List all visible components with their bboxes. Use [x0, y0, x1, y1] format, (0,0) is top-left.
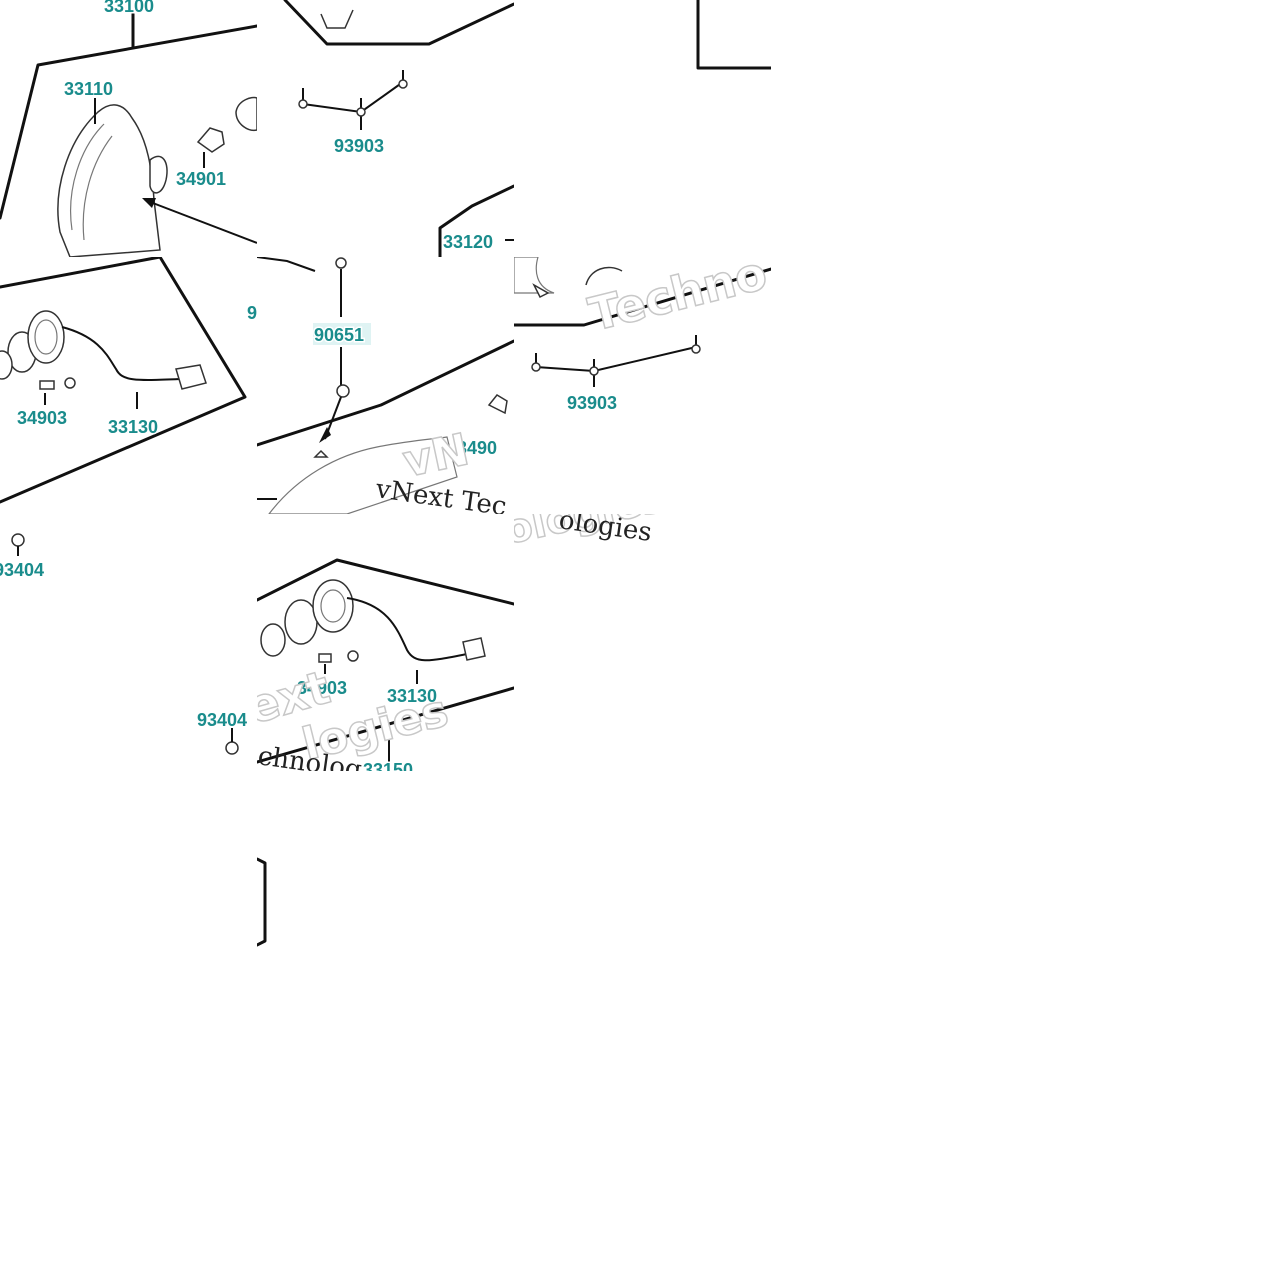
label-33110: 33110: [64, 79, 113, 99]
clip-93404: [11, 533, 25, 547]
label-33130-lower: 33130: [387, 686, 437, 706]
housing-foot-2: [585, 266, 623, 286]
upper-bracket-line: [283, 0, 514, 46]
diagram-tile-frame-corner: [514, 0, 771, 257]
diagram-tile-mount-screws: 93903 33120: [257, 0, 514, 257]
diagram-tile-watermark: ologies ologies: [514, 514, 771, 771]
connector-33130: [175, 364, 207, 390]
socket-small: [64, 377, 76, 389]
frame-corner-line: [696, 0, 771, 70]
clip-93404-drawing: 93404: [196, 709, 249, 755]
top-edge-line: [257, 257, 316, 272]
bulb-socket: [235, 96, 257, 132]
label-90651-highlight: [313, 323, 371, 345]
label-93903-right: 93903: [567, 393, 617, 413]
housing-foot-1: [532, 283, 550, 299]
watermark-vn-outline: vN: [399, 424, 474, 488]
lower-bracket-top: [257, 558, 514, 606]
diagram-tile-headlight-assembly: 33100 33110 34901: [0, 0, 257, 257]
diagram-tile-screws-right: 93903 Techno: [514, 257, 771, 514]
headlight-lens-contour: [70, 123, 113, 241]
label-93903-top: 93903: [334, 136, 384, 156]
bulb-34903: [39, 380, 55, 390]
lens-tab: [313, 449, 329, 458]
bolt-top: [335, 257, 347, 269]
turn-signal-lower-drawing: 34903 33130 33150 ext logies chnolog: [257, 558, 514, 771]
turn-signal-bracket: [0, 257, 247, 504]
headlight-assembly-drawing: 33100 33110 34901: [0, 0, 257, 257]
lens-ring-c-inner: [320, 589, 346, 623]
screw-r2-head: [589, 366, 599, 376]
bracket-fragment-line: [257, 857, 267, 947]
diagram-tile-clip: 93404: [0, 514, 257, 771]
arrow-line: [144, 199, 257, 244]
mount-screws-drawing: 93903 33120: [283, 0, 514, 257]
lower-bracket-bottom: [257, 686, 514, 764]
headlight-lens: [57, 104, 161, 257]
watermark-ologies-serif: ologies: [557, 514, 654, 548]
lower-bracket-line: [438, 184, 514, 257]
screws-right-drawing: 93903 Techno: [514, 257, 771, 415]
bolt-90651: [336, 384, 350, 398]
label-34901-partial: 3490: [457, 438, 497, 458]
upper-housing-tab: [320, 9, 354, 29]
screw-r3-head: [691, 344, 701, 354]
connector-33130-lower: [462, 637, 486, 661]
turn-signal-drawing: 34903 33130 9: [0, 257, 257, 504]
label-33150-partial: 33150: [363, 760, 413, 771]
diagram-tile-turn-signal-lower: 34903 33130 33150 ext logies chnolog: [257, 514, 514, 771]
bolt-and-lens-drawing: 90651 3490 vNext Tec vN: [257, 257, 514, 514]
wire-harness-lower: [346, 597, 468, 662]
diagram-tile-bolt-and-lens: 90651 3490 vNext Tec vN: [257, 257, 514, 514]
bracket-fragment-drawing: [257, 857, 267, 947]
screw-group-line-2: [535, 346, 697, 373]
clip-93404-right: [225, 741, 239, 755]
screw-r1-head: [531, 362, 541, 372]
lens-ring-b: [284, 599, 318, 645]
arrow-90651-head: [319, 427, 331, 443]
label-93404-left: 93404: [0, 560, 44, 580]
diagonal-bracket-line: [257, 339, 514, 447]
lens-ring-0: [0, 350, 13, 380]
label-90651: 90651: [314, 325, 364, 345]
label-34901: 34901: [176, 169, 226, 189]
screw-3-head: [398, 79, 408, 89]
housing-edge: [514, 257, 555, 294]
label-33120: 33120: [443, 232, 493, 252]
label-33100: 33100: [104, 0, 154, 16]
wire-harness: [61, 326, 181, 381]
headlight-housing-boss: [149, 155, 168, 194]
screw-1-head: [298, 99, 308, 109]
arrow-head: [142, 198, 156, 208]
group-bracket-line: [0, 24, 257, 220]
bulb-34901: [196, 127, 225, 153]
socket-small-lower: [347, 650, 359, 662]
label-9-partial: 9: [247, 303, 257, 323]
label-33130-left: 33130: [108, 417, 158, 437]
label-34903-left: 34903: [17, 408, 67, 428]
label-93404-right: 93404: [197, 710, 247, 730]
diagram-tile-clip-93404: 93404: [0, 694, 257, 774]
label-34903-lower: 34903: [297, 678, 347, 698]
diagram-tile-bracket-fragment: [257, 771, 514, 1028]
frame-corner-drawing: [696, 0, 771, 70]
clip-drawing: 93404: [0, 533, 46, 582]
watermark-drawing: ologies ologies: [514, 514, 669, 555]
lens-ring-2-inner: [34, 319, 58, 355]
screw-2-head: [356, 107, 366, 117]
screw-group-line: [302, 81, 404, 114]
lens-ring-a: [260, 623, 286, 657]
diagram-tile-turn-signal: 34903 33130 9: [0, 257, 257, 514]
bulb-34901-lower: [487, 394, 508, 415]
bulb-34903-lower: [318, 653, 332, 663]
lower-frame-line: [514, 267, 771, 327]
headlight-lens-lower: [268, 436, 458, 514]
